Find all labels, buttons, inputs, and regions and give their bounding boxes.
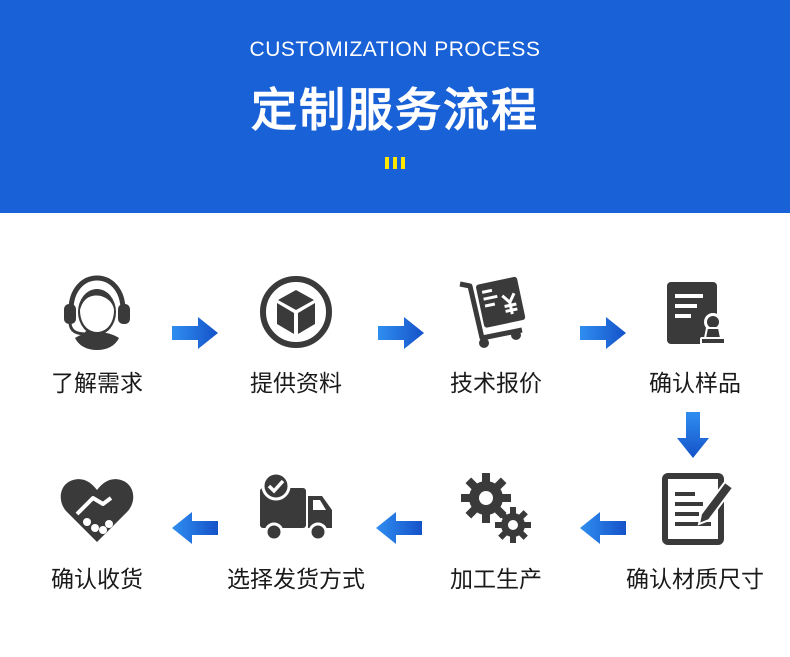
form-pen-icon	[655, 468, 735, 548]
step-confirm-sample: 确认样品	[610, 272, 780, 412]
arrow-right	[580, 317, 626, 349]
arrow-left	[580, 512, 626, 544]
document-stamp-icon	[655, 272, 735, 352]
step-label: 提供资料	[250, 371, 342, 397]
decorative-bars	[385, 157, 405, 169]
step-label: 确认材质尺寸	[626, 567, 764, 593]
step-label: 了解需求	[51, 371, 143, 397]
step-confirm-material-size: 确认材质尺寸	[610, 468, 780, 608]
handshake-heart-icon	[57, 468, 137, 548]
arrow-left	[376, 512, 422, 544]
step-label: 确认样品	[649, 371, 741, 397]
header-title: 定制服务流程	[251, 83, 539, 137]
arrow-down	[677, 412, 709, 458]
step-shipping-method: 选择发货方式	[211, 468, 381, 608]
header-banner: CUSTOMIZATION PROCESS 定制服务流程	[0, 0, 790, 213]
gears-icon	[456, 468, 536, 548]
arrow-left	[172, 512, 218, 544]
header-subtitle: CUSTOMIZATION PROCESS	[249, 38, 541, 61]
step-label: 选择发货方式	[227, 567, 365, 593]
cart-quote-icon	[456, 272, 536, 352]
package-box-icon	[256, 272, 336, 352]
step-confirm-receipt: 确认收货	[12, 468, 182, 608]
step-understand-needs: 了解需求	[12, 272, 182, 412]
step-label: 确认收货	[51, 567, 143, 593]
step-production: 加工生产	[411, 468, 581, 608]
step-label: 加工生产	[450, 567, 542, 593]
step-technical-quote: 技术报价	[411, 272, 581, 412]
step-provide-materials: 提供资料	[211, 272, 381, 412]
step-label: 技术报价	[450, 371, 542, 397]
arrow-right	[378, 317, 424, 349]
arrow-right	[172, 317, 218, 349]
delivery-truck-icon	[256, 468, 336, 548]
headset-agent-icon	[57, 272, 137, 352]
